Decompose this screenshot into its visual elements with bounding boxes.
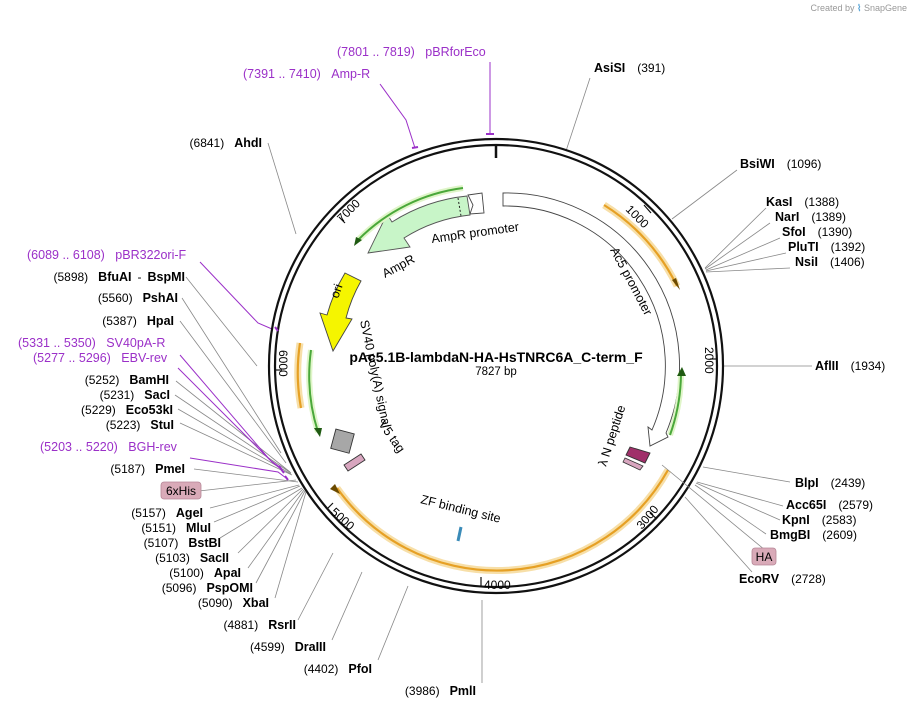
site-aflii: AflII(1934) <box>815 359 885 373</box>
site-sfoi: SfoI(1390) <box>782 225 852 239</box>
ha-block <box>622 457 644 471</box>
site-sacii: (5103)SacII <box>155 551 229 565</box>
site-xbai: (5090)XbaI <box>198 596 269 610</box>
ampr-label: AmpR <box>380 252 417 281</box>
primer-range: (5277 .. 5296) <box>33 351 111 365</box>
primer-range: (7801 .. 7819) <box>337 45 415 59</box>
feature-ha: HA <box>661 464 777 566</box>
sv40-label: SV40 poly(A) signal <box>357 319 394 429</box>
primer-name: pBRforEco <box>425 45 485 59</box>
site-draiii: (4599)DraIII <box>250 640 326 654</box>
arc-arrowheads <box>314 237 686 494</box>
lambda-n-block <box>625 446 651 464</box>
primer-leader-lines <box>177 62 491 479</box>
primer-range: (6089 .. 6108) <box>27 248 105 262</box>
site-blpi: BlpI(2439) <box>795 476 865 490</box>
credit-prefix: Created by <box>810 3 855 13</box>
primer-sv40pa-r: (5331 .. 5350) SV40pA-R <box>18 334 165 351</box>
site-pmei: (5187)PmeI <box>110 462 185 476</box>
ampr-promoter-arrow <box>467 192 485 215</box>
primer-pbr322ori-f: (6089 .. 6108) pBR322ori-F <box>27 246 187 263</box>
site-bamhi: (5252)BamHI <box>85 373 169 387</box>
site-pshai: (5560)PshAI <box>98 291 178 305</box>
tick-2000: 2000 <box>702 347 716 374</box>
site-agei: (5157)AgeI <box>131 506 203 520</box>
credit-brand: SnapGene <box>863 3 907 13</box>
site-saci: (5231)SacI <box>100 388 170 402</box>
site-labels-left: (3986)PmlI (4402)PfoI (4599)DraIII (4881… <box>53 136 476 698</box>
site-eco53ki: (5229)Eco53kI <box>81 403 173 417</box>
v5-tag-block <box>343 453 366 472</box>
zf-binding-block <box>456 526 463 542</box>
site-bmgbi: BmgBI(2609) <box>770 528 857 542</box>
tick-6000: 6000 <box>276 350 290 377</box>
site-pfoi: (4402)PfoI <box>304 662 372 676</box>
feature-6xhis: 6xHis <box>160 479 297 500</box>
primer-name: EBV-rev <box>121 351 168 365</box>
site-rsrii: (4881)RsrII <box>224 618 296 632</box>
site-leader-lines <box>174 77 812 683</box>
ac5-promoter-arrow <box>502 192 680 447</box>
primer-pbrforeco: (7801 .. 7819) pBRforEco <box>337 43 486 60</box>
primer-name: pBR322ori-F <box>115 248 186 262</box>
site-mlui: (5151)MluI <box>141 521 211 535</box>
site-ahdi: (6841)AhdI <box>190 136 262 150</box>
plasmid-length: 7827 bp <box>475 366 517 378</box>
site-stui: (5223)StuI <box>106 418 174 432</box>
tick-4000: 4000 <box>484 578 511 592</box>
site-pspomi: (5096)PspOMI <box>162 581 253 595</box>
primer-marks <box>274 133 494 481</box>
site-apai: (5100)ApaI <box>169 566 241 580</box>
orf-arcs <box>294 202 681 575</box>
site-bsiwi: BsiWI(1096) <box>740 157 821 171</box>
primer-amp-r: (7391 .. 7410) Amp-R <box>243 65 370 82</box>
site-bspmi-bfuai: (5898)BfuAI-BspMI <box>53 270 185 284</box>
snapgene-logo: ⌇ <box>857 3 862 13</box>
site-nsii: NsiI(1406) <box>795 255 865 269</box>
zf-label: ZF binding site <box>419 492 502 525</box>
plasmid-name: pAc5.1B-lambdaN-HA-HsTNRC6A_C-term_F <box>349 349 643 365</box>
lambda-n-label: λ N peptide <box>596 403 629 468</box>
site-ecorv: EcoRV(2728) <box>739 572 826 586</box>
site-pmli: (3986)PmlI <box>405 684 476 698</box>
v5-label: V5 tag <box>376 418 408 456</box>
site-hpai: (5387)HpaI <box>102 314 174 328</box>
sv40-block <box>330 428 355 454</box>
primer-range: (5331 .. 5350) <box>18 336 96 350</box>
site-kasi: KasI(1388) <box>766 195 839 209</box>
ampr-promoter-label: AmpR promoter <box>430 220 519 246</box>
tick-7000: 7000 <box>334 196 363 225</box>
ampr-arrow <box>367 195 471 254</box>
site-pluti: PluTI(1392) <box>788 240 865 254</box>
site-labels-right: AsiSI(391) BsiWI(1096) KasI(1388) NarI(1… <box>594 61 885 586</box>
primer-name: Amp-R <box>331 67 370 81</box>
primer-range: (5203 .. 5220) <box>40 440 118 454</box>
primer-bgh-rev: (5203 .. 5220) BGH-rev <box>40 438 178 455</box>
ori-label: ori <box>328 282 346 300</box>
site-kpni: KpnI(2583) <box>782 513 856 527</box>
primer-labels: (7801 .. 7819) pBRforEco (7391 .. 7410) … <box>18 43 486 455</box>
site-acc65i: Acc65I(2579) <box>786 498 873 512</box>
ori-arrow <box>319 272 362 353</box>
primer-name: BGH-rev <box>128 440 177 454</box>
primer-range: (7391 .. 7410) <box>243 67 321 81</box>
feature-ha-label: HA <box>756 550 773 564</box>
snapgene-credit: Created by ⌇ SnapGene <box>810 3 907 14</box>
primer-name: SV40pA-R <box>106 336 165 350</box>
site-asisi: AsiSI(391) <box>594 61 665 75</box>
primer-ebv-rev: (5277 .. 5296) EBV-rev <box>33 349 168 366</box>
scale-ticks <box>275 204 717 586</box>
site-nari: NarI(1389) <box>775 210 846 224</box>
site-bstbi: (5107)BstBI <box>144 536 221 550</box>
feature-6xhis-label: 6xHis <box>166 484 196 498</box>
